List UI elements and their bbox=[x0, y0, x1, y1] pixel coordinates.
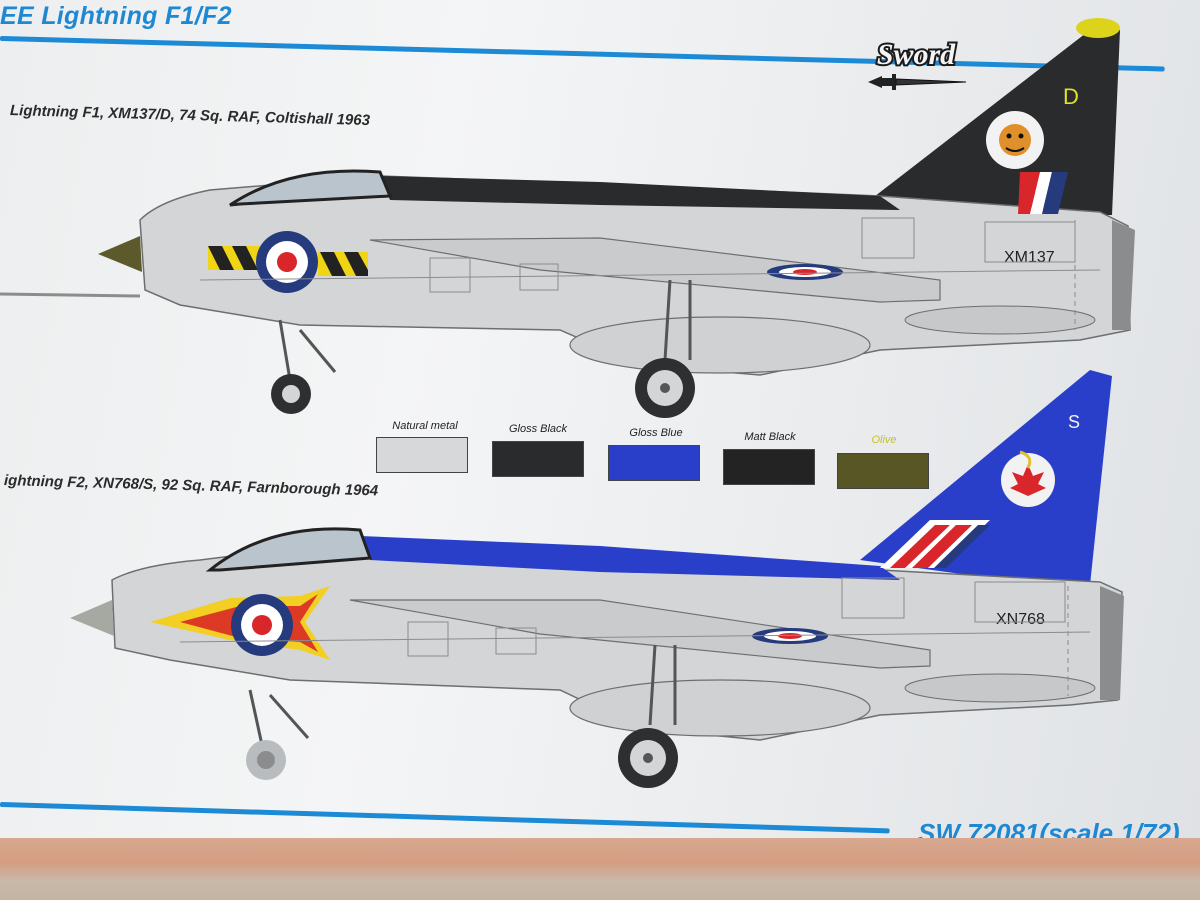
nose-cone bbox=[70, 600, 114, 636]
fin-flash bbox=[880, 520, 990, 568]
aircraft-2-code-letter: S bbox=[1068, 412, 1080, 432]
swatch-label-matt-black: Matt Black bbox=[744, 431, 796, 443]
sheet-title: EE Lightning F1/F2 bbox=[0, 2, 232, 30]
fin-flash bbox=[1018, 172, 1068, 214]
swatch-label-natural-metal: Natural metal bbox=[392, 420, 458, 432]
roundel-fuselage bbox=[231, 594, 293, 656]
swatch-label-gloss-blue: Gloss Blue bbox=[629, 427, 683, 439]
swatch-matt-black bbox=[723, 449, 815, 485]
aircraft-1-serial: XM137 bbox=[1004, 249, 1055, 266]
aircraft-1-profile: D XM137 bbox=[0, 18, 1135, 418]
nose-gear bbox=[278, 319, 337, 381]
box-edge bbox=[0, 838, 1200, 900]
canopy bbox=[205, 527, 373, 572]
wing bbox=[349, 599, 931, 669]
roundel-fuselage bbox=[256, 231, 318, 293]
aircraft-1-code-letter: D bbox=[1063, 84, 1079, 109]
swatch-label-gloss-black: Gloss Black bbox=[508, 423, 568, 435]
dagger-icon bbox=[868, 74, 967, 90]
roundel-wing bbox=[752, 628, 828, 644]
logo-text: Sword bbox=[877, 38, 956, 71]
main-gear bbox=[648, 644, 677, 726]
swatch-natural-metal bbox=[376, 437, 468, 473]
sword-logo: Sword bbox=[858, 30, 974, 96]
maple-leaf-badge-icon bbox=[1001, 450, 1055, 507]
swatch-olive bbox=[837, 453, 929, 489]
swatch-gloss-black bbox=[492, 441, 584, 477]
aircraft-2-profile: S XN768 bbox=[70, 370, 1124, 788]
wing bbox=[369, 237, 941, 303]
roundel-wing bbox=[767, 264, 843, 280]
aircraft-2-serial: XN768 bbox=[996, 611, 1045, 628]
swatch-gloss-blue bbox=[608, 445, 700, 481]
canopy bbox=[229, 169, 393, 207]
nose-gear bbox=[248, 689, 310, 746]
swatch-label-olive: Olive bbox=[871, 434, 897, 446]
instruction-sheet: EE Lightning F1/F2 Sword Lightning F1, X… bbox=[0, 0, 1200, 852]
tiger-badge-icon bbox=[986, 111, 1044, 169]
nose-cone bbox=[98, 236, 142, 272]
main-gear bbox=[663, 279, 692, 361]
squadron-bars-nose bbox=[208, 246, 368, 276]
